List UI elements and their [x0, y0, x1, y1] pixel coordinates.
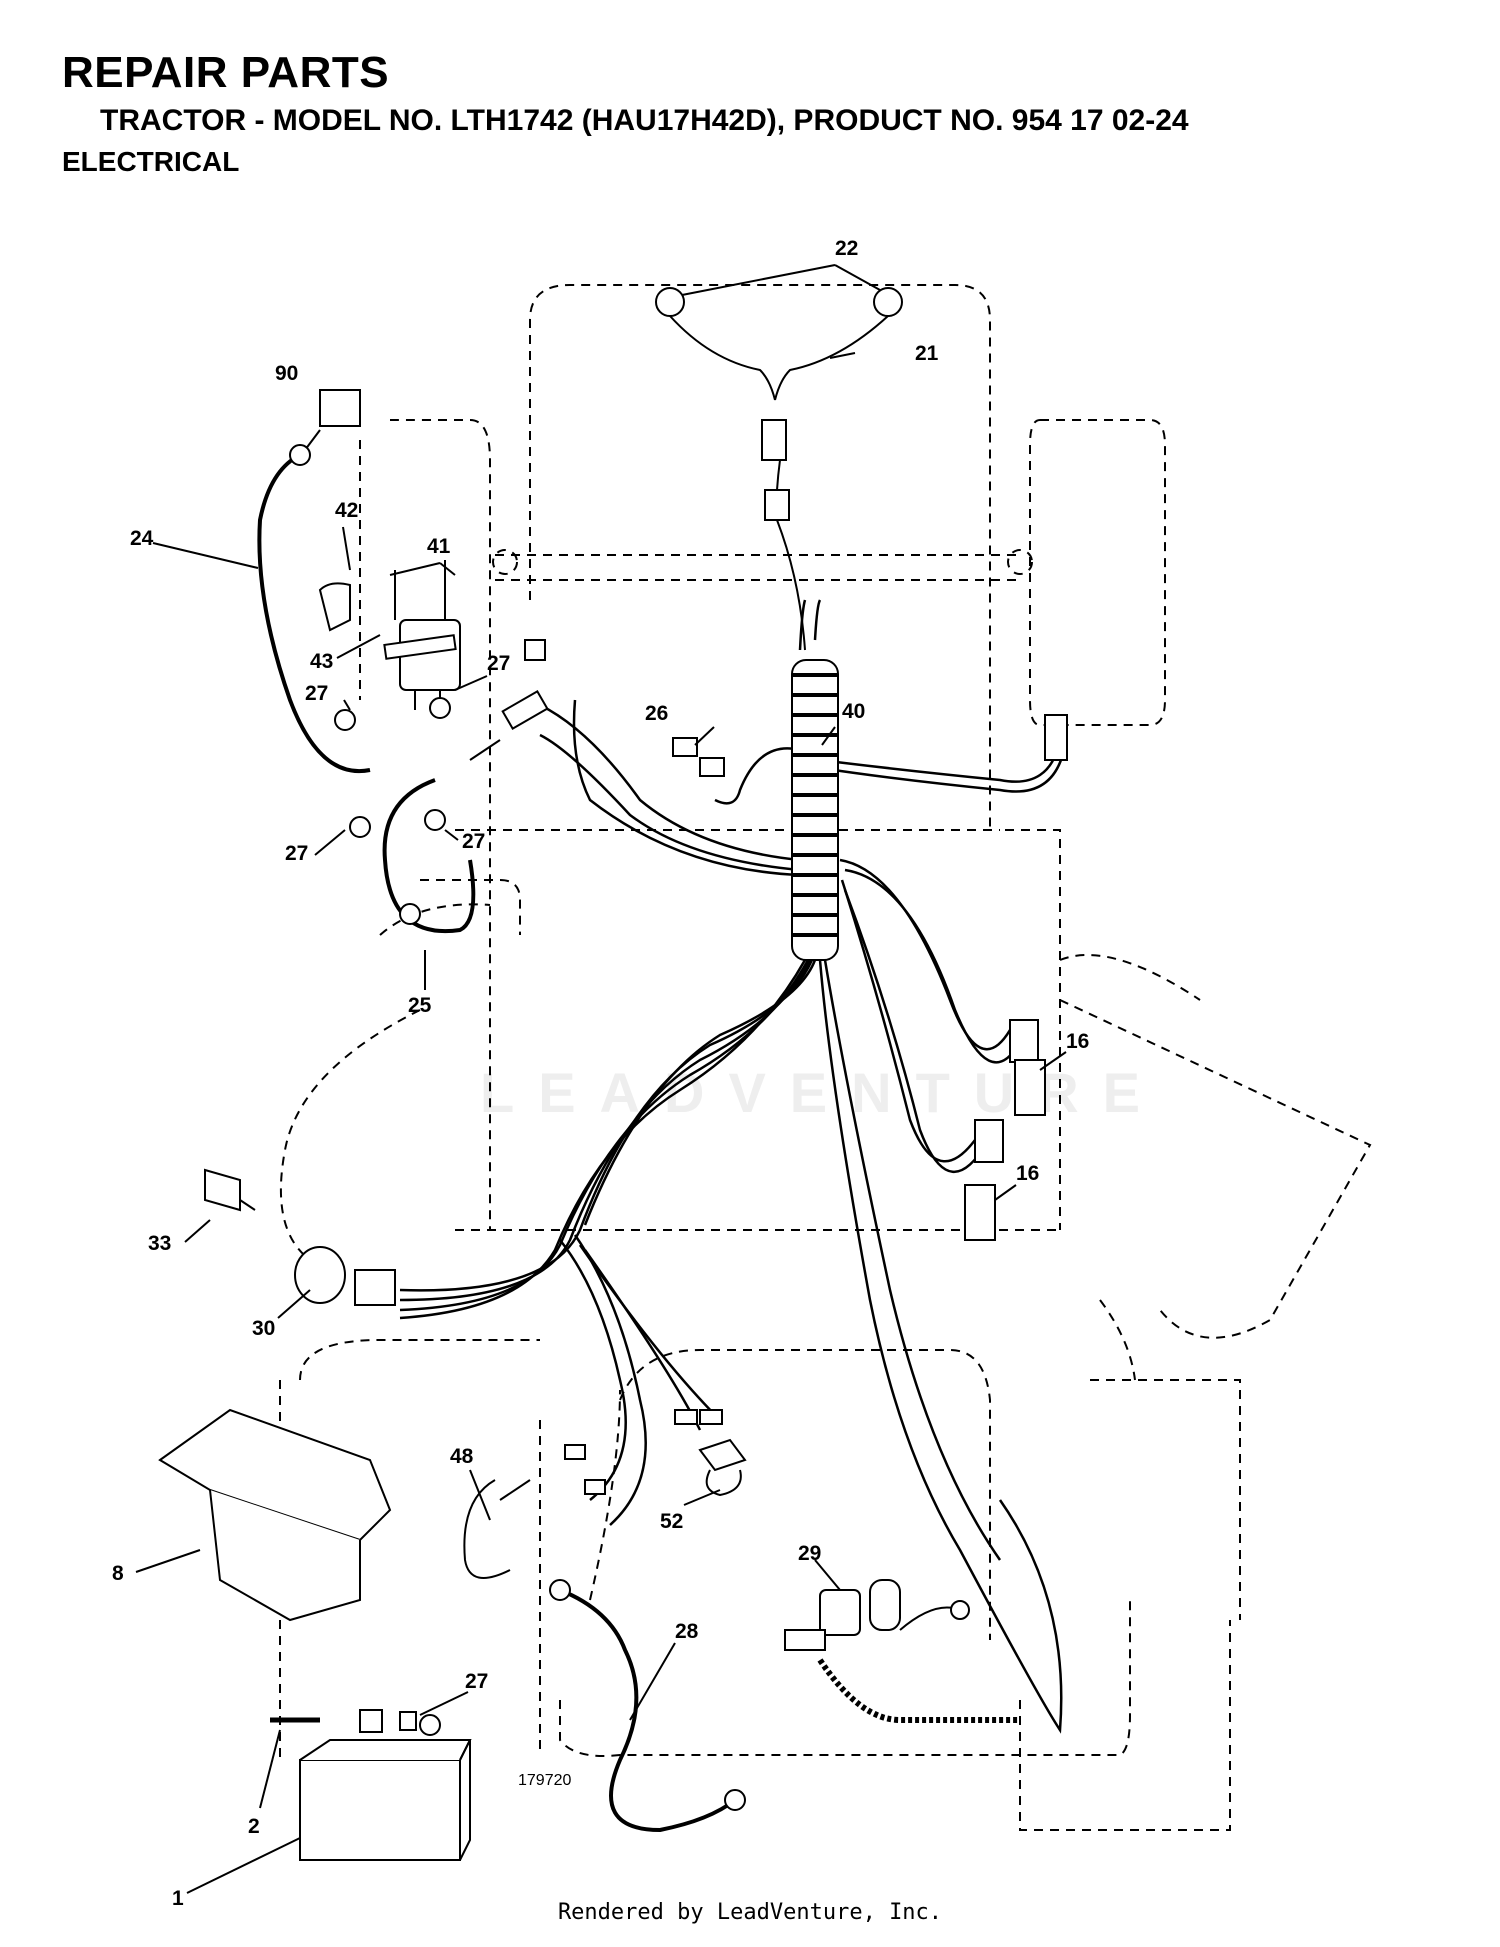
callout-24: 24 [130, 527, 154, 550]
page-title: REPAIR PARTS [62, 48, 390, 97]
callout-2: 2 [248, 1815, 260, 1838]
callout-27: 27 [487, 652, 510, 675]
callout-27: 27 [305, 682, 328, 705]
wiring-harness [399, 599, 1067, 1734]
callout-27: 27 [462, 830, 485, 853]
callout-43: 43 [310, 650, 333, 673]
callout-33: 33 [148, 1232, 171, 1255]
callout-52: 52 [660, 1510, 683, 1533]
callout-27: 27 [465, 1670, 488, 1693]
callout-26: 26 [645, 702, 668, 725]
solenoid-and-cables [257, 389, 549, 934]
figure-number: 179720 [518, 1772, 571, 1789]
callout-90: 90 [275, 362, 298, 385]
callout-30: 30 [252, 1317, 275, 1340]
callout-48: 48 [450, 1445, 474, 1468]
headlight-assembly [655, 287, 903, 651]
harness-loom-40 [791, 659, 839, 961]
leader-lines [135, 264, 1067, 1894]
callout-42: 42 [335, 499, 358, 522]
callout-8: 8 [112, 1562, 124, 1585]
callout-25: 25 [408, 994, 432, 1017]
callout-16: 16 [1016, 1162, 1039, 1185]
callout-27: 27 [285, 842, 308, 865]
battery-and-box [158, 1408, 746, 1861]
callout-29: 29 [798, 1542, 821, 1565]
switches-and-connectors [204, 714, 1068, 1723]
callout-28: 28 [675, 1620, 699, 1643]
callout-41: 41 [427, 535, 451, 558]
render-credit: Rendered by LeadVenture, Inc. [557, 1900, 943, 1925]
callout-16: 16 [1066, 1030, 1089, 1053]
page-subtitle: TRACTOR - MODEL NO. LTH1742 (HAU17H42D),… [100, 104, 1189, 137]
tractor-outline [279, 284, 1372, 1831]
callout-22: 22 [835, 237, 858, 260]
callout-numbers: 22 21 90 42 41 24 43 27 27 26 40 27 27 2… [112, 237, 1089, 1910]
section-heading: ELECTRICAL [62, 146, 240, 177]
callout-40: 40 [842, 700, 865, 723]
callout-1: 1 [172, 1887, 184, 1910]
callout-21: 21 [915, 342, 939, 365]
